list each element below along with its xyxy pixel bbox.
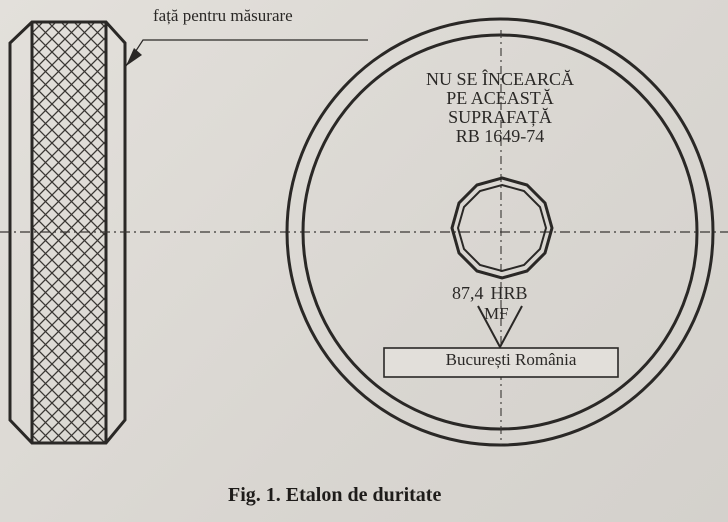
indent-inner-polygon (456, 183, 548, 273)
front-view (285, 17, 715, 447)
origin-label: București România (445, 350, 577, 369)
callout-leader (125, 39, 368, 67)
figure-caption: Fig. 1. Etalon de duritate (228, 484, 442, 506)
inner-ring (301, 33, 699, 431)
outer-ring (285, 17, 715, 447)
maker-mark: MF (484, 304, 509, 323)
stamp-line-3: SUPRAFAȚĂ (448, 107, 552, 127)
stamp-line-2: PE ACEASTĂ (446, 88, 554, 108)
pointer-v-icon (477, 305, 523, 350)
indent-outer-polygon (450, 176, 554, 280)
stamp-line-4: RB 1649-74 (455, 126, 545, 146)
stamp-line-1: NU SE ÎNCEARCĂ (425, 69, 574, 89)
hardness-reading: 87,4 HRB (452, 283, 528, 304)
origin-label-box (383, 347, 619, 378)
measurement-face-label: față pentru măsurare (153, 6, 293, 25)
callout-arrowhead-icon (126, 48, 142, 66)
hardness-value: 87,4 (452, 283, 484, 303)
warning-stamp: NU SE ÎNCEARCĂ PE ACEASTĂ SUPRAFAȚĂ RB 1… (395, 70, 605, 146)
hardness-unit: HRB (490, 283, 528, 303)
